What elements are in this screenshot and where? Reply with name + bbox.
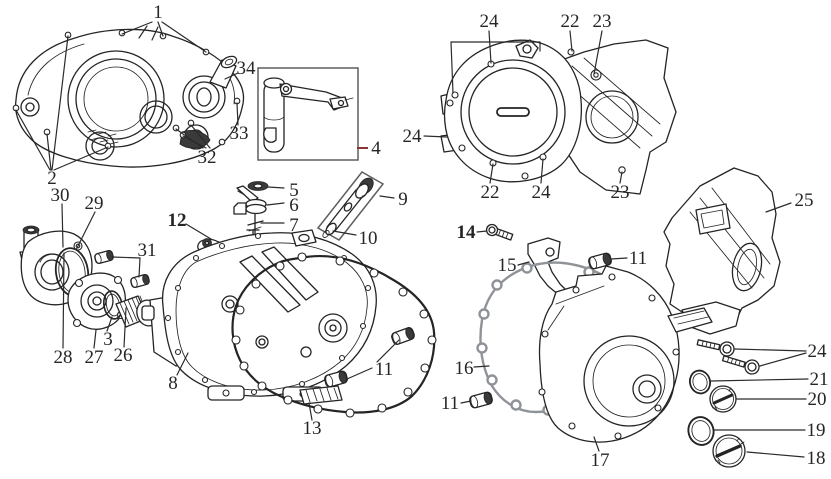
callout-21: 21 bbox=[810, 369, 829, 390]
callout-3: 3 bbox=[103, 329, 113, 350]
callout-24-bolts: 24 bbox=[808, 341, 828, 362]
callout-26: 26 bbox=[114, 345, 133, 366]
oil-plug-18 bbox=[712, 434, 746, 468]
callout-1: 1 bbox=[153, 2, 163, 23]
plug-and-bolt-parts-illustration bbox=[687, 339, 760, 468]
callout-11-right-upper: 11 bbox=[629, 248, 647, 269]
callout-28: 28 bbox=[54, 347, 73, 368]
callout-9: 9 bbox=[398, 189, 408, 210]
magneto-cover-front-illustration bbox=[440, 39, 583, 183]
dowel-pin-11c bbox=[588, 252, 612, 270]
dowel-pin-31b bbox=[130, 273, 150, 289]
callout-8: 8 bbox=[168, 373, 178, 394]
dowel-pin-11d bbox=[469, 391, 493, 409]
callout-31: 31 bbox=[138, 240, 157, 261]
callout-14: 14 bbox=[457, 222, 477, 243]
callout-2: 2 bbox=[47, 168, 57, 189]
callout-16: 16 bbox=[455, 358, 474, 379]
dowel-pin-11a bbox=[391, 327, 415, 345]
callout-32: 32 bbox=[198, 147, 217, 168]
left-crankcase-cover-illustration bbox=[12, 28, 245, 168]
callout-5: 5 bbox=[289, 180, 299, 201]
callout-34: 34 bbox=[237, 58, 257, 79]
callout-11-right-lower: 11 bbox=[441, 393, 459, 414]
callout-22-bottom: 22 bbox=[481, 182, 500, 203]
callout-10: 10 bbox=[359, 228, 378, 249]
kick-spindle-box bbox=[316, 171, 385, 241]
callout-17: 17 bbox=[591, 450, 610, 471]
gasket-tab-hatching bbox=[305, 387, 339, 403]
callout-27: 27 bbox=[85, 347, 104, 368]
dowel-pin-11b bbox=[324, 370, 348, 388]
crankcase-bolt-dots bbox=[164, 232, 372, 396]
callout-22-top: 22 bbox=[561, 11, 580, 32]
callout-19: 19 bbox=[807, 420, 826, 441]
callout-11-gasket: 11 bbox=[375, 359, 393, 380]
callout-20: 20 bbox=[808, 389, 827, 410]
clutch-cover-gasket-illustration bbox=[231, 252, 437, 418]
magneto-cover-bolts bbox=[446, 48, 575, 180]
flange-bolt-24a bbox=[696, 339, 735, 357]
bolt-14 bbox=[485, 223, 514, 241]
callout-24-left: 24 bbox=[403, 126, 423, 147]
shift-stopper-parts-illustration bbox=[233, 181, 269, 235]
callout-29: 29 bbox=[85, 193, 104, 214]
callout-13: 13 bbox=[303, 418, 322, 439]
flange-bolt-24b bbox=[721, 355, 760, 375]
callout-6: 6 bbox=[289, 195, 299, 216]
gasket13-bolt-holes bbox=[231, 252, 437, 418]
inset-box-frame bbox=[257, 67, 359, 161]
magneto-side-group-illustration bbox=[469, 223, 680, 443]
callout-18: 18 bbox=[807, 448, 826, 469]
crankcase-center-illustration bbox=[141, 229, 377, 402]
callout-23-top: 23 bbox=[593, 11, 612, 32]
callout-12: 12 bbox=[168, 210, 187, 231]
magneto-cover-17-bolts bbox=[538, 273, 680, 440]
callout-4: 4 bbox=[371, 138, 381, 159]
oil-plug-20 bbox=[709, 385, 737, 413]
callout-labels: 1 2 32 33 34 4 5 6 7 9 10 12 24 22 23 24… bbox=[47, 2, 828, 471]
callout-24-top: 24 bbox=[480, 11, 500, 32]
callout-23-bottom: 23 bbox=[611, 182, 630, 203]
leader-lines bbox=[15, 21, 809, 458]
callout-25: 25 bbox=[795, 190, 814, 211]
dowel-pin-31a bbox=[94, 249, 114, 265]
callout-30: 30 bbox=[51, 185, 70, 206]
cover-shroud-illustration bbox=[663, 167, 781, 335]
inset-box-part4 bbox=[257, 67, 359, 161]
callout-33: 33 bbox=[230, 123, 249, 144]
callout-7: 7 bbox=[289, 215, 299, 236]
callout-15: 15 bbox=[498, 255, 517, 276]
cover-hatch-texture bbox=[87, 129, 119, 145]
callout-24-bottom: 24 bbox=[532, 182, 552, 203]
